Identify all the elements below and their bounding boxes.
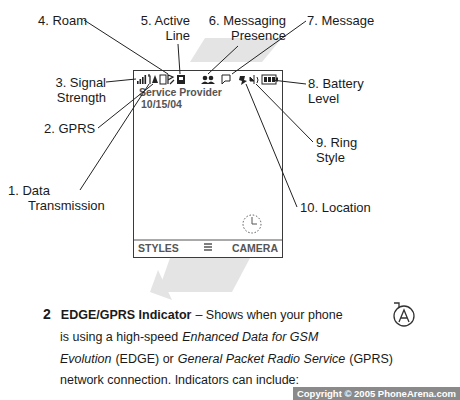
callout-label: 9. Ring Style <box>316 135 388 165</box>
leader-line <box>84 20 168 74</box>
active-line-icon <box>177 75 185 84</box>
description-text: Evolution <box>60 352 111 366</box>
battery-icon <box>276 78 278 82</box>
text-line: Evolution (EDGE) or General Packet Radio S… <box>60 351 397 367</box>
menu-icon <box>204 244 212 250</box>
screen-text: 10/15/04 <box>141 98 182 110</box>
gprs-icon <box>160 75 166 84</box>
battery-bar <box>272 77 275 82</box>
callout-label: 5. Active Line <box>118 13 190 43</box>
battery-icon <box>262 75 276 84</box>
watermark-arrow <box>150 270 172 300</box>
presence-icon <box>209 76 214 81</box>
description-text: (GPRS) <box>349 352 393 366</box>
phone-screen: Service Provider10/15/04STYLES CAMERA <box>133 70 283 258</box>
presence-icon <box>201 82 215 85</box>
text-line: 2 EDGE/GPRS Indicator– Shows when your ph… <box>43 306 347 323</box>
watermark: Copyright © 2005 PhoneArena.com <box>293 387 460 400</box>
gprs-icon <box>152 75 158 83</box>
location-icon <box>239 76 247 85</box>
callout-label: 2. GPRS <box>44 121 134 136</box>
clock-hands <box>252 217 257 224</box>
description-text: network connection. Indicators can inclu… <box>60 373 299 387</box>
softkey-divider <box>134 240 282 241</box>
leader-line <box>246 84 297 207</box>
callout-label: 10. Location <box>300 200 410 215</box>
ring-icon <box>250 75 254 84</box>
signal-bar <box>142 77 144 84</box>
screen-text: STYLES <box>138 242 179 254</box>
roam-icon <box>168 75 174 84</box>
text-line: network connection. Indicators can inclu… <box>60 372 303 388</box>
callout-label: 1. Data Transmission <box>8 183 118 213</box>
message-icon <box>222 75 230 84</box>
feature-icon <box>394 306 414 326</box>
callout-label: 6. Messaging Presence <box>192 13 286 43</box>
callout-label: 4. Roam <box>38 13 128 28</box>
callout-label: 7. Message <box>307 13 407 28</box>
signal-bar <box>140 79 142 84</box>
callout-label: 8. Battery Level <box>308 76 384 106</box>
callout-number: 2 <box>43 306 51 322</box>
screen-text: Service Provider <box>139 86 222 98</box>
leader-line <box>256 84 313 142</box>
battery-bar <box>268 77 271 82</box>
feature-icon <box>394 303 399 308</box>
leader-line <box>106 79 136 82</box>
battery-bar <box>264 77 267 82</box>
callout-label: 3. Signal Strength <box>36 75 106 105</box>
presence-icon <box>203 76 208 81</box>
description-text: – Shows when your phone <box>195 308 342 322</box>
clock-icon <box>243 215 261 233</box>
ring-icon <box>257 77 258 83</box>
description-text: General Packet Radio Service <box>178 352 345 366</box>
description-text: Enhanced Data for GSM <box>182 330 318 344</box>
signal-bar <box>137 81 139 84</box>
active-line-icon <box>179 77 183 80</box>
watermark-arrow <box>158 258 250 292</box>
description-text: is using a high-speed <box>60 330 178 344</box>
description-text: (EDGE) or <box>115 352 173 366</box>
data-icon <box>148 74 150 84</box>
indicator-title: EDGE/GPRS Indicator <box>61 308 192 322</box>
text-line: is using a high-speed Enhanced Data for G… <box>60 329 322 345</box>
feature-icon <box>399 310 409 322</box>
signal-bar <box>145 75 147 84</box>
screen-text: CAMERA <box>232 242 278 254</box>
